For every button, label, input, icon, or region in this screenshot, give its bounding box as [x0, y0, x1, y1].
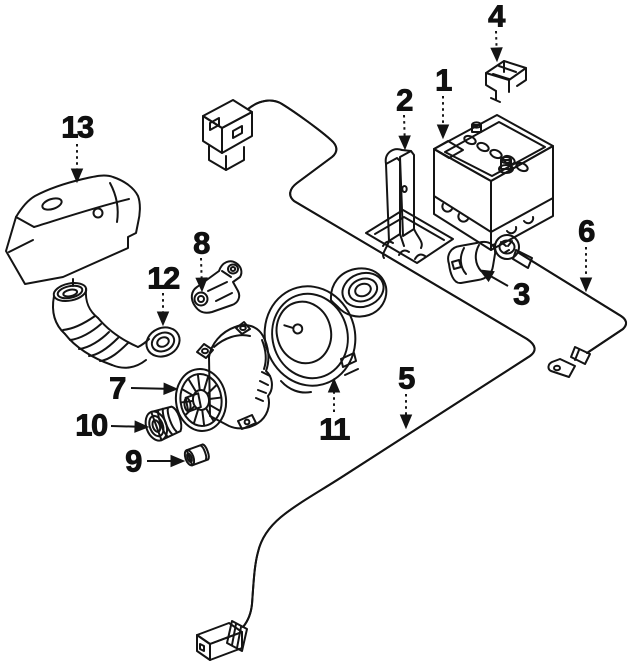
harness-connector-top	[202, 99, 253, 171]
alternator	[174, 321, 273, 432]
callout-label-9[interactable]: 9	[125, 443, 144, 479]
callout-3[interactable]: 3	[478, 269, 532, 312]
callout-arrowhead-6	[579, 277, 593, 293]
cable-lug	[547, 346, 591, 378]
callout-arrow-8	[200, 257, 203, 279]
mounting-bracket	[190, 260, 243, 314]
callout-label-4[interactable]: 4	[488, 0, 508, 34]
harness-connector-bottom	[196, 620, 248, 661]
callout-label-13[interactable]: 13	[61, 109, 96, 145]
cable-clamp	[447, 240, 497, 285]
callout-arrowhead-8	[195, 277, 208, 293]
callout-arrowhead-5	[399, 414, 413, 430]
callout-13[interactable]: 13	[61, 109, 96, 184]
callout-label-12[interactable]: 12	[147, 260, 181, 296]
callout-label-6[interactable]: 6	[578, 213, 597, 249]
callout-arrow-4	[495, 30, 498, 49]
callout-arrow-7	[130, 387, 165, 390]
callout-label-8[interactable]: 8	[193, 225, 212, 261]
callout-arrowhead-2	[398, 135, 411, 151]
hose-clamp	[145, 326, 181, 358]
callout-label-10[interactable]: 10	[75, 407, 109, 443]
spacer-bushing	[183, 443, 210, 467]
callout-4[interactable]: 4	[488, 0, 508, 63]
callout-arrowhead-7	[163, 382, 179, 395]
callout-arrow-3	[490, 275, 509, 287]
air-pump	[263, 267, 388, 394]
callout-arrowhead-12	[156, 311, 170, 327]
callout-arrowhead-4	[490, 47, 503, 63]
battery-hold-down-clamp	[485, 60, 527, 103]
callout-9[interactable]: 9	[125, 443, 186, 479]
callout-arrowhead-11	[327, 377, 341, 393]
callout-11[interactable]: 11	[319, 377, 352, 447]
callout-7[interactable]: 7	[109, 370, 179, 406]
callout-6[interactable]: 6	[578, 213, 597, 293]
callout-12[interactable]: 12	[147, 260, 181, 327]
intake-hose	[52, 282, 181, 369]
callout-label-1[interactable]: 1	[435, 62, 454, 98]
callout-8[interactable]: 8	[193, 225, 212, 293]
callout-label-3[interactable]: 3	[513, 276, 532, 312]
callout-1[interactable]: 1	[435, 62, 454, 140]
callout-label-5[interactable]: 5	[398, 360, 417, 396]
pulley	[144, 405, 183, 442]
alternator-fan	[174, 368, 228, 432]
air-intake-duct	[5, 174, 141, 287]
callout-label-2[interactable]: 2	[396, 82, 414, 118]
callout-arrowhead-9	[170, 454, 186, 468]
callouts-layer: 13 12 8 710 9 11 5 214 3 6	[61, 0, 597, 479]
callout-label-11[interactable]: 11	[319, 411, 352, 447]
battery-cable	[490, 234, 627, 378]
callout-arrow-10	[110, 425, 136, 428]
battery-terminal-post	[471, 121, 514, 174]
callout-arrowhead-1	[436, 124, 450, 140]
callout-2[interactable]: 2	[396, 82, 414, 151]
wiring-harness	[196, 99, 536, 661]
battery-tray-bracket	[365, 148, 454, 264]
callout-arrow-2	[403, 114, 406, 137]
battery	[433, 114, 554, 251]
callout-arrowhead-13	[70, 168, 84, 184]
callout-5[interactable]: 5	[398, 360, 417, 430]
callout-label-7[interactable]: 7	[109, 370, 127, 406]
callout-arrowhead-3	[478, 269, 495, 283]
callout-10[interactable]: 10	[75, 407, 150, 443]
cable-terminal	[490, 234, 533, 269]
callout-arrowhead-10	[134, 420, 150, 433]
